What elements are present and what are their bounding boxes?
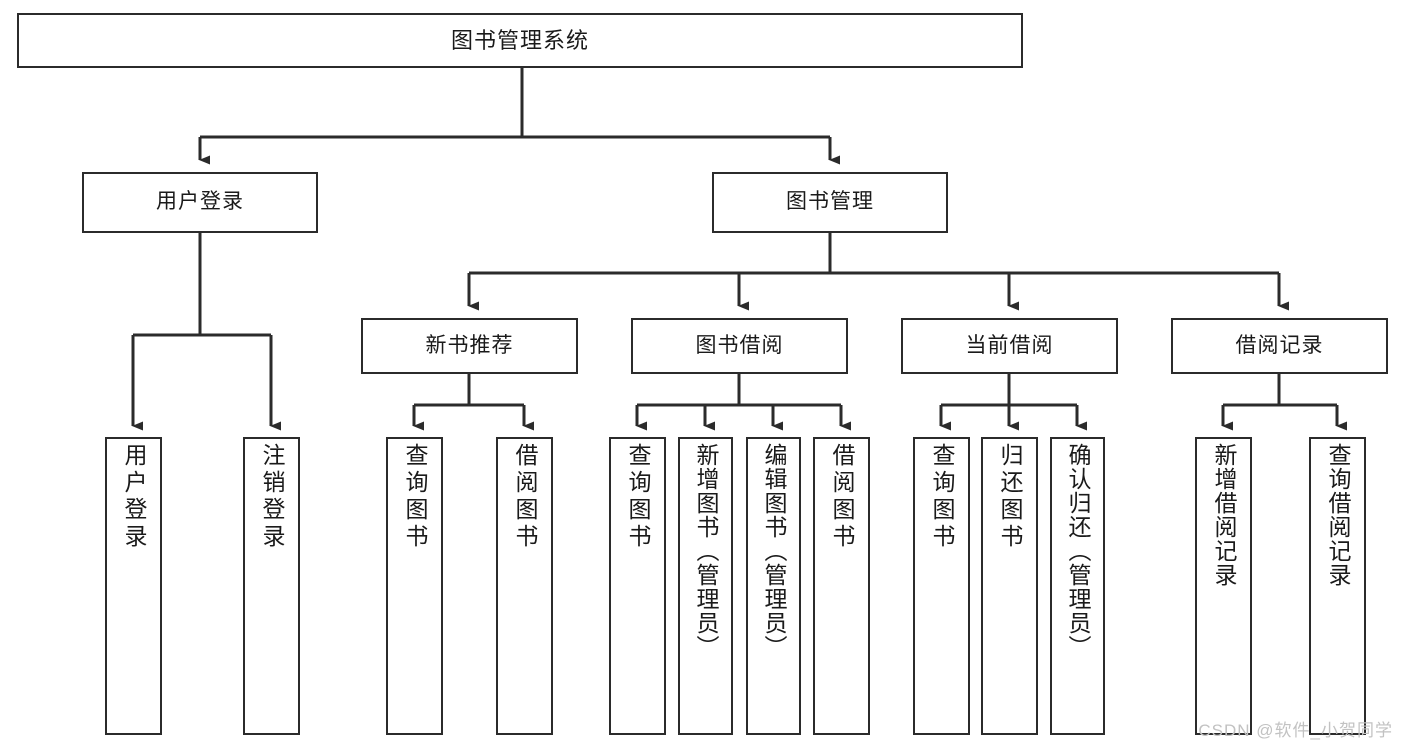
leaf-query-book-borrow[interactable]: 查询图书 — [609, 437, 666, 735]
node-root-system[interactable]: 图书管理系统 — [17, 13, 1023, 68]
node-user-login[interactable]: 用户登录 — [82, 172, 318, 233]
csdn-watermark: CSDN @软件_小贺同学 — [1198, 721, 1393, 740]
node-label: 查询借阅记录 — [1325, 443, 1351, 587]
node-label: 注销登录 — [259, 443, 285, 551]
leaf-borrow-book-recommend[interactable]: 借阅图书 — [496, 437, 553, 735]
leaf-user-login[interactable]: 用户登录 — [105, 437, 162, 735]
leaf-return-book[interactable]: 归还图书 — [981, 437, 1038, 735]
node-label: 查询图书 — [402, 443, 428, 551]
node-label: 查询图书 — [625, 443, 651, 551]
leaf-add-borrow-record[interactable]: 新增借阅记录 — [1195, 437, 1252, 735]
node-label: 图书管理系统 — [450, 27, 589, 53]
node-label: 用户登录 — [156, 190, 244, 214]
node-label: 新书推荐 — [425, 333, 514, 357]
node-book-management[interactable]: 图书管理 — [712, 172, 948, 233]
node-book-borrow[interactable]: 图书借阅 — [631, 318, 848, 374]
node-label: 借阅记录 — [1235, 333, 1324, 357]
node-label: 新增图书（管理员） — [693, 443, 719, 659]
node-borrow-record[interactable]: 借阅记录 — [1171, 318, 1388, 374]
node-label: 新增借阅记录 — [1211, 443, 1237, 587]
node-current-borrow[interactable]: 当前借阅 — [901, 318, 1118, 374]
node-label: 借阅图书 — [512, 443, 538, 551]
node-label: 图书管理 — [786, 190, 874, 214]
leaf-borrow-book[interactable]: 借阅图书 — [813, 437, 870, 735]
node-label: 用户登录 — [121, 443, 147, 551]
node-label: 查询图书 — [929, 443, 955, 551]
leaf-query-book-recommend[interactable]: 查询图书 — [386, 437, 443, 735]
leaf-query-book-current[interactable]: 查询图书 — [913, 437, 970, 735]
leaf-edit-book-admin[interactable]: 编辑图书（管理员） — [746, 437, 801, 735]
node-label: 确认归还（管理员） — [1065, 443, 1091, 659]
node-label: 当前借阅 — [965, 333, 1054, 357]
node-label: 编辑图书（管理员） — [761, 443, 787, 659]
node-label: 归还图书 — [997, 443, 1023, 551]
node-label: 借阅图书 — [829, 443, 855, 551]
node-new-book-recommend[interactable]: 新书推荐 — [361, 318, 578, 374]
node-label: 图书借阅 — [695, 333, 784, 357]
leaf-confirm-return-admin[interactable]: 确认归还（管理员） — [1050, 437, 1105, 735]
leaf-logout-login[interactable]: 注销登录 — [243, 437, 300, 735]
leaf-query-borrow-record[interactable]: 查询借阅记录 — [1309, 437, 1366, 735]
leaf-add-book-admin[interactable]: 新增图书（管理员） — [678, 437, 733, 735]
